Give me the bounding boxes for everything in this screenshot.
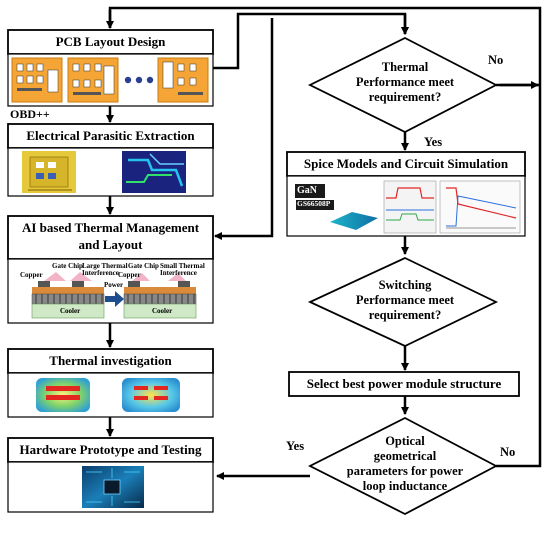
- optical-yes-label: Yes: [286, 439, 305, 453]
- optical-no-label: No: [500, 445, 516, 459]
- hardware-title: Hardware Prototype and Testing: [19, 442, 202, 457]
- chip-part-label: GS66508P: [297, 199, 331, 208]
- thermal-yes-label: Yes: [424, 135, 443, 149]
- interference-label-b: Interference: [160, 269, 197, 277]
- thermal-investigation-title-box[interactable]: [7, 348, 214, 374]
- pcb-layout-title: PCB Layout Design: [55, 34, 166, 49]
- thermal-maps: [36, 378, 180, 412]
- cooler-label-a: Cooler: [60, 307, 81, 315]
- ai-thermal-title-line2: and Layout: [78, 237, 143, 252]
- switching-decision-line1: Switching: [378, 278, 432, 292]
- hardware-board-image: [82, 466, 144, 508]
- copper-label-b: Copper: [118, 271, 141, 279]
- spice-title: Spice Models and Circuit Simulation: [303, 156, 509, 171]
- ai-thermal-title-line1: AI based Thermal Management: [21, 220, 200, 235]
- switching-decision-line2: Performance meet: [355, 293, 455, 307]
- ai-thermal-cross-section: [31, 272, 197, 319]
- parasitic-title: Electrical Parasitic Extraction: [26, 128, 195, 143]
- thermal-investigation-title: Thermal investigation: [49, 353, 172, 368]
- thermal-decision-line3: requirement?: [368, 90, 442, 104]
- select-structure-title: Select best power module structure: [306, 376, 502, 391]
- gate-chip-label-a: Gate Chip: [52, 262, 83, 270]
- copper-label-a: Copper: [20, 271, 43, 279]
- hardware-title-box[interactable]: [7, 437, 214, 463]
- gate-chip-label-b: Gate Chip: [128, 262, 159, 270]
- power-label: Power: [104, 281, 124, 289]
- large-thermal-label: Large Thermal: [82, 262, 128, 270]
- optical-decision-line1: Optical: [385, 434, 425, 448]
- thermal-no-label: No: [488, 53, 504, 67]
- small-thermal-label: Small Thermal: [160, 262, 205, 270]
- optical-decision-line2: geometrical: [373, 449, 437, 463]
- optical-decision-line3: parameters for power: [346, 464, 464, 478]
- gan-brand-label: GaN: [297, 185, 317, 196]
- pcb-layout-thumbnails: [11, 57, 209, 103]
- spice-thumbnails: [292, 180, 521, 234]
- interference-label-a: Interference: [82, 269, 119, 277]
- thermal-decision-line2: Performance meet: [355, 75, 455, 89]
- optical-decision-diamond[interactable]: [308, 416, 498, 516]
- switching-decision-line3: requirement?: [368, 308, 442, 322]
- obd-file-label: OBD++: [10, 107, 50, 121]
- optical-decision-line4: loop inductance: [362, 479, 448, 493]
- thermal-decision-line1: Thermal: [381, 60, 429, 74]
- ai-thermal-title-box[interactable]: [7, 215, 214, 260]
- parasitic-thumbnails: [22, 151, 186, 193]
- parasitic-title-box[interactable]: [7, 123, 214, 149]
- cooler-label-b: Cooler: [152, 307, 173, 315]
